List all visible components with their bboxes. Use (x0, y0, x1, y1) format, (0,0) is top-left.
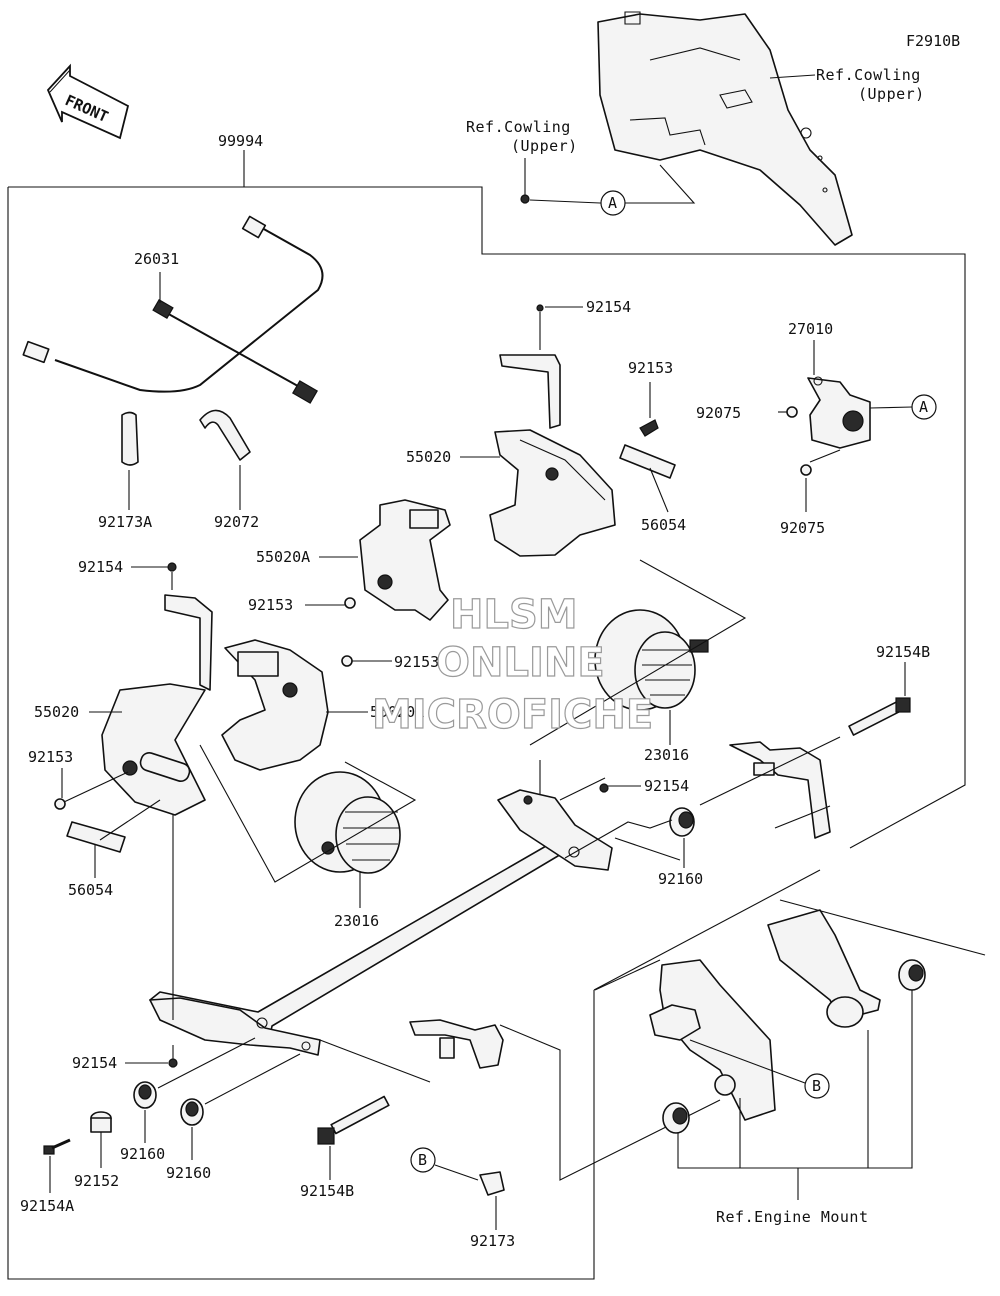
figure-code: F2910B (906, 32, 960, 50)
bracket-55020-left (101, 594, 213, 816)
part-92154-low: 92154 (72, 1054, 117, 1072)
part-56054-left: 56054 (68, 881, 113, 899)
label-plate-56054-right (619, 444, 676, 479)
watermark-line3: MICROFICHE (372, 692, 653, 738)
lower-mount-bracket (317, 1019, 504, 1145)
part-92152: 92152 (74, 1172, 119, 1190)
switch-27010 (807, 376, 871, 449)
crossbar (149, 789, 613, 1056)
part-92075-b: 92075 (780, 519, 825, 537)
part-23016-left: 23016 (334, 912, 379, 930)
part-27010: 27010 (788, 320, 833, 338)
watermark-line2: ONLINE (436, 640, 605, 686)
part-55020-top: 55020 (406, 448, 451, 466)
mount-bracket-right (729, 697, 911, 839)
ref-cowling-right-2: (Upper) (858, 85, 925, 103)
ref-cowling-left-2: (Upper) (511, 137, 578, 155)
fog-lamp-right (594, 609, 709, 711)
part-92075-a: 92075 (696, 404, 741, 422)
grommet-92160-right (669, 807, 695, 837)
label-plate-56054-left (66, 821, 126, 853)
ref-cowling-right: Ref.Cowling (816, 66, 921, 84)
bracket-55020a-lower (221, 639, 329, 771)
grommet-92160-a (133, 1081, 157, 1109)
callout-a-upper (600, 190, 626, 216)
ref-engine-mount: Ref.Engine Mount (716, 1208, 869, 1226)
kit-boundary (8, 186, 966, 849)
bracket-55020a-upper (359, 499, 451, 621)
part-92153-left: 92153 (28, 748, 73, 766)
callout-a-upper-label: A (608, 194, 617, 212)
upper-cowling (597, 11, 853, 246)
part-92154-mid: 92154 (644, 777, 689, 795)
part-23016-right: 23016 (644, 746, 689, 764)
strap-92173a (121, 411, 139, 466)
callout-a-switch-label: A (919, 398, 928, 416)
front-arrow-icon: FRONT (46, 63, 130, 140)
part-56054-right: 56054 (641, 516, 686, 534)
part-92154a: 92154A (20, 1197, 74, 1215)
part-55020a-b: 55020A (370, 703, 424, 721)
part-92154-left: 92154 (78, 558, 123, 576)
part-92160-b: 92160 (166, 1164, 211, 1182)
part-92154b-right: 92154B (876, 643, 930, 661)
clip-92173 (479, 1171, 505, 1196)
part-92072: 92072 (214, 513, 259, 531)
part-55020-left: 55020 (34, 703, 79, 721)
part-92173: 92173 (470, 1232, 515, 1250)
callout-b-clip-label: B (418, 1151, 427, 1169)
cable-tie-92072 (199, 409, 251, 461)
engine-mount-reference (649, 909, 926, 1134)
wiring-harness (22, 215, 324, 404)
watermark-line1: HLSM (450, 592, 578, 638)
ref-cowling-left: Ref.Cowling (466, 118, 571, 136)
part-92173a: 92173A (98, 513, 152, 531)
fog-lamp-left (294, 771, 401, 874)
part-99994: 99994 (218, 132, 263, 150)
part-55020a-a: 55020A (256, 548, 310, 566)
part-92154b-low: 92154B (300, 1182, 354, 1200)
callout-b-engine (804, 1073, 830, 1099)
part-26031: 26031 (134, 250, 179, 268)
grommet-92160-b (180, 1098, 204, 1126)
callout-b-engine-label: B (812, 1077, 821, 1095)
collar-92152 (90, 1111, 112, 1133)
part-92153-mid: 92153 (248, 596, 293, 614)
bolt-92154a (43, 1138, 71, 1155)
part-92153-top: 92153 (628, 359, 673, 377)
part-92160-right: 92160 (658, 870, 703, 888)
callout-b-clip (410, 1147, 436, 1173)
part-92160-a: 92160 (120, 1145, 165, 1163)
bracket-upper-right (489, 304, 616, 557)
callout-a-switch (911, 394, 937, 420)
part-92153-mid2: 92153 (394, 653, 439, 671)
part-92154-top: 92154 (586, 298, 631, 316)
